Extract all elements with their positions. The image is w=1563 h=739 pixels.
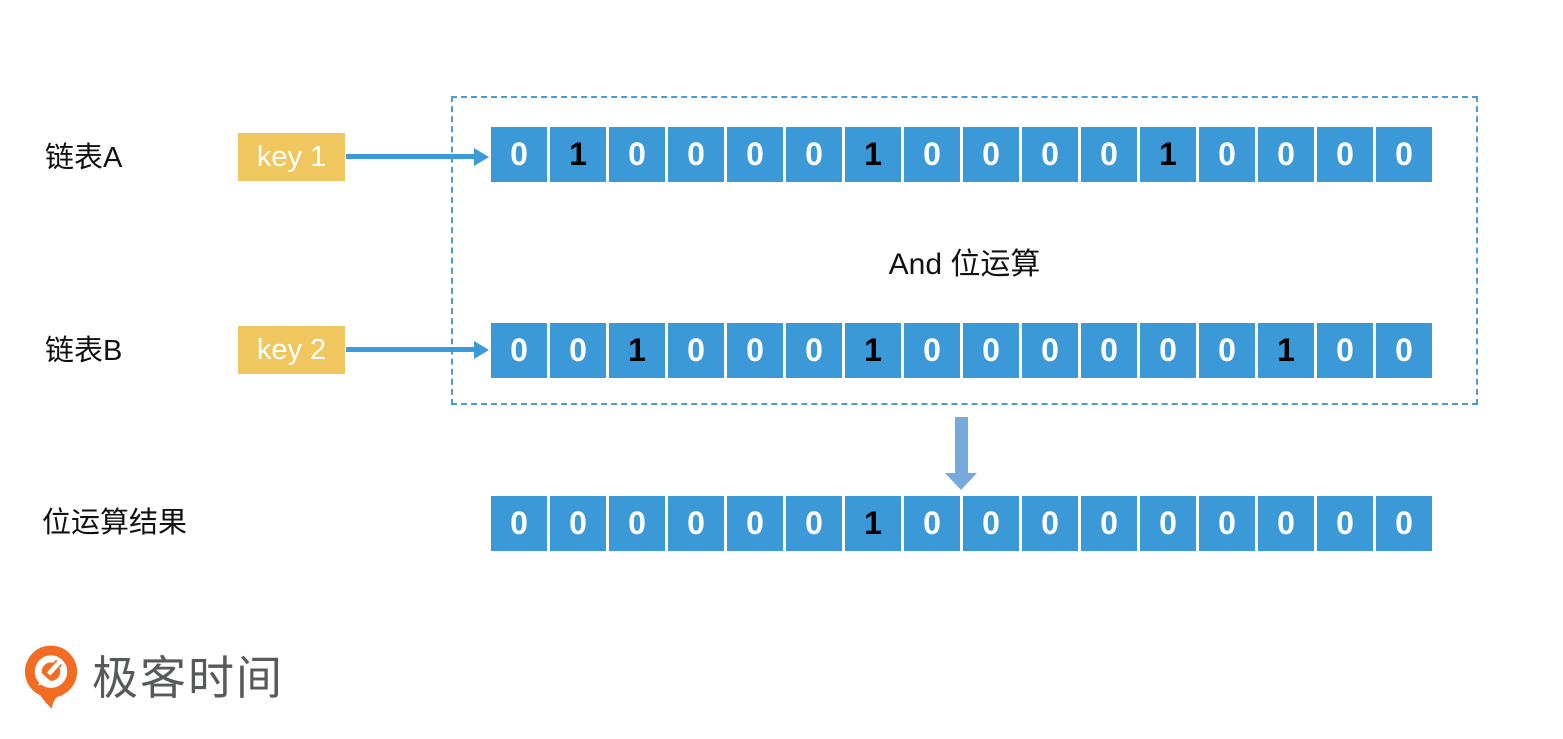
down-arrow-icon [945,417,978,490]
bit-cell: 1 [1140,127,1196,182]
and-operation-group-box [451,96,1478,405]
bit-cell: 0 [1258,496,1314,551]
bit-cell: 0 [1022,323,1078,378]
bit-cell: 0 [786,496,842,551]
bit-cell: 0 [1376,127,1432,182]
bit-cell: 0 [1376,496,1432,551]
bit-cell: 0 [1199,323,1255,378]
bit-cell: 0 [550,323,606,378]
bit-cell: 1 [609,323,665,378]
bit-cell: 0 [904,496,960,551]
bit-cell: 0 [1317,127,1373,182]
key2-label: key 2 [256,333,327,366]
bit-cell: 0 [1199,127,1255,182]
key1-arrow-icon [346,148,489,166]
bit-cell: 1 [845,323,901,378]
bit-cell: 0 [491,127,547,182]
bit-cell: 0 [668,496,724,551]
bit-cell: 0 [904,127,960,182]
bit-cell: 1 [845,127,901,182]
bit-cell: 1 [1258,323,1314,378]
bit-cell: 0 [1376,323,1432,378]
bit-cell: 0 [1140,496,1196,551]
bit-cell: 0 [1199,496,1255,551]
geektime-pin-icon [24,645,78,709]
bit-cell: 0 [1081,496,1137,551]
bit-cell: 0 [1081,127,1137,182]
key2-box: key 2 [238,326,345,374]
row-a-label: 链表A [45,142,123,174]
bit-cell: 0 [609,496,665,551]
bit-cell: 0 [904,323,960,378]
bit-cell: 0 [963,496,1019,551]
bit-cell: 0 [963,323,1019,378]
bit-cell: 0 [727,323,783,378]
bit-cell: 0 [609,127,665,182]
geektime-logo: 极客时间 [22,645,284,711]
bit-cell: 0 [491,496,547,551]
operation-label: And 位运算 [888,248,1041,281]
bit-cell: 0 [727,496,783,551]
bit-cell: 0 [550,496,606,551]
key1-label: key 1 [256,140,327,173]
bit-cell: 0 [963,127,1019,182]
bit-cell: 0 [727,127,783,182]
bit-cell: 0 [1022,496,1078,551]
bit-cell: 0 [1081,323,1137,378]
down-arrow-head [945,473,977,490]
bit-cell: 1 [845,496,901,551]
bit-cell: 0 [668,323,724,378]
key1-box: key 1 [238,133,345,181]
bit-cell: 0 [1022,127,1078,182]
bit-cell: 0 [1317,323,1373,378]
bit-cell: 0 [491,323,547,378]
bit-cell: 0 [1258,127,1314,182]
bit-cell: 0 [668,127,724,182]
bit-cell: 1 [550,127,606,182]
key2-arrow-icon [346,341,489,359]
bit-cell: 0 [786,323,842,378]
geektime-logo-text: 极客时间 [92,652,284,704]
bit-cell: 0 [1140,323,1196,378]
bit-cell: 0 [1317,496,1373,551]
bit-cell: 0 [786,127,842,182]
result-label: 位运算结果 [42,507,188,539]
row-b-label: 链表B [45,335,123,367]
down-arrow-shaft [955,417,968,474]
